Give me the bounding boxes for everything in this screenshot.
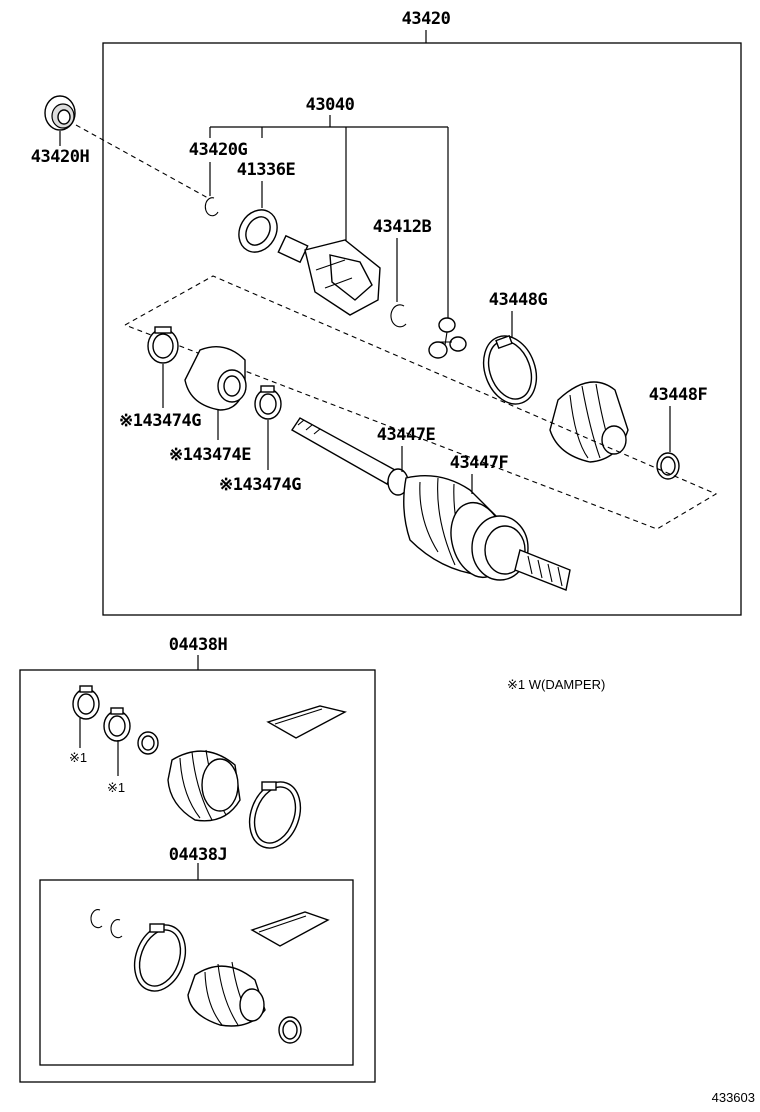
label-43474G-left[interactable]: ※143474G — [119, 411, 202, 431]
kit-j-snap-rings[interactable] — [90, 909, 123, 939]
tripod-spider[interactable] — [428, 317, 467, 359]
inner-joint-housing[interactable] — [277, 234, 381, 316]
outer-joint-boot[interactable] — [403, 475, 571, 591]
label-43448F[interactable]: 43448F — [649, 385, 708, 405]
label-43420G[interactable]: 43420G — [189, 140, 248, 160]
kit-h-boot[interactable] — [167, 749, 241, 822]
label-43040[interactable]: 43040 — [306, 95, 355, 115]
kit-04438J-frame — [39, 879, 354, 1066]
label-43447E[interactable]: 43447E — [377, 425, 436, 445]
band-43448G[interactable] — [475, 329, 546, 412]
assembly-43420-frame — [102, 42, 742, 616]
clip-43412B[interactable] — [390, 304, 407, 328]
label-43474G-right[interactable]: ※143474G — [219, 475, 302, 495]
band-43448F[interactable] — [656, 452, 680, 480]
label-41336E[interactable]: 41336E — [237, 160, 296, 180]
label-43447F[interactable]: 43447F — [450, 453, 509, 473]
band-43474G-right[interactable] — [254, 385, 282, 420]
dashed-43420H — [75, 124, 209, 199]
band-43474G-left[interactable] — [147, 326, 179, 364]
label-43474E[interactable]: ※143474E — [169, 445, 252, 465]
seal-43420H[interactable] — [44, 95, 76, 131]
legend-note: ※1 W(DAMPER) — [507, 677, 605, 692]
kit-h-small-band[interactable] — [137, 731, 159, 755]
kit-j-large-band[interactable] — [126, 918, 194, 998]
label-note-1a[interactable]: ※1 — [69, 750, 87, 765]
label-43412B[interactable]: 43412B — [373, 217, 432, 237]
kit-j-grease-packet[interactable] — [250, 911, 330, 947]
label-43420[interactable]: 43420 — [402, 9, 451, 29]
kit-j-small-band[interactable] — [278, 1016, 302, 1044]
label-note-1b[interactable]: ※1 — [107, 780, 125, 795]
drive-shaft[interactable] — [291, 417, 409, 496]
dashed-boot-group — [124, 275, 718, 530]
snap-ring-43420G[interactable] — [204, 197, 219, 217]
ring-41336E[interactable] — [231, 203, 284, 259]
label-43420H[interactable]: 43420H — [31, 147, 90, 167]
damper-43474E[interactable] — [184, 346, 247, 411]
label-04438H[interactable]: 04438H — [169, 635, 228, 655]
kit-h-band-2[interactable] — [103, 707, 131, 742]
kit-j-boot[interactable] — [187, 961, 266, 1027]
catalog-number: 433603 — [712, 1090, 755, 1105]
kit-h-grease-packet[interactable] — [266, 705, 347, 739]
kit-h-large-band[interactable] — [241, 775, 309, 855]
label-04438J[interactable]: 04438J — [169, 845, 228, 865]
inboard-boot[interactable] — [549, 381, 629, 463]
kit-h-band-1[interactable] — [72, 685, 100, 720]
label-43448G[interactable]: 43448G — [489, 290, 548, 310]
